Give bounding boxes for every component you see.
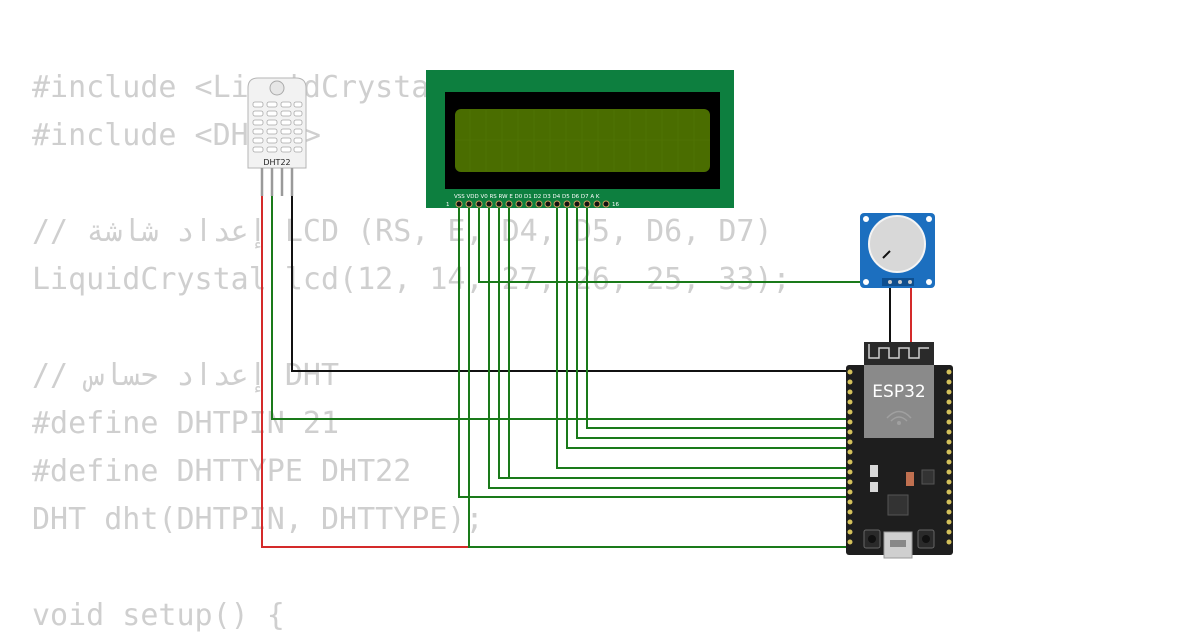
wire-dht-data[interactable] [271, 194, 848, 420]
code-line: // إعداد حساس DHT [32, 358, 340, 393]
potentiometer[interactable] [860, 213, 935, 288]
esp32-devkit[interactable]: ESP32 [846, 342, 953, 559]
esp32-shield [864, 365, 934, 438]
code-line: // إعداد شاشة LCD (RS, E, D4, D5, D6, D7… [32, 214, 773, 249]
code-line: void setup() { [32, 598, 285, 633]
lcd1602-display[interactable]: VSS VDD V0 RS RW E D0 D1 D2 D3 D4 D5 D6 … [426, 70, 734, 208]
wire-dht-vcc[interactable] [261, 194, 470, 548]
wire-lcd-d7[interactable] [586, 205, 848, 429]
lcd-pin-labels: VSS VDD V0 RS RW E D0 D1 D2 D3 D4 D5 D6 … [454, 194, 600, 200]
circuit-canvas: DHT22 VSS VDD V0 RS RW E D0 D1 D2 D3 D4 … [247, 70, 953, 559]
code-line: DHT dht(DHTPIN, DHTTYPE); [32, 502, 484, 537]
wire-lcd-d5[interactable] [566, 205, 848, 449]
wire-lcd-d4[interactable] [556, 205, 848, 469]
wire-dht-gnd[interactable] [291, 194, 848, 372]
lcd-pin-first: 1 [446, 202, 450, 208]
wire-lcd-vss[interactable] [458, 205, 848, 498]
lcd-screen [455, 109, 710, 172]
wire-lcd-rs[interactable] [488, 205, 848, 489]
potentiometer-knob[interactable] [868, 215, 926, 273]
dht22-label: DHT22 [263, 158, 290, 167]
wire-lcd-d6[interactable] [576, 205, 848, 439]
lcd-pin-last: 16 [612, 202, 619, 208]
wires [261, 194, 912, 549]
wire-lcd-vdd[interactable] [468, 205, 848, 548]
code-line: #define DHTPIN 21 [32, 406, 340, 441]
esp32-label: ESP32 [872, 382, 925, 402]
wire-lcd-v0[interactable] [478, 205, 888, 283]
wire-lcd-e[interactable] [508, 205, 848, 479]
code-line: LiquidCrystal lcd(12, 14, 27, 26, 25, 33… [32, 262, 791, 297]
code-line: #define DHTTYPE DHT22 [32, 454, 412, 489]
dht22-sensor[interactable]: DHT22 [247, 77, 307, 196]
